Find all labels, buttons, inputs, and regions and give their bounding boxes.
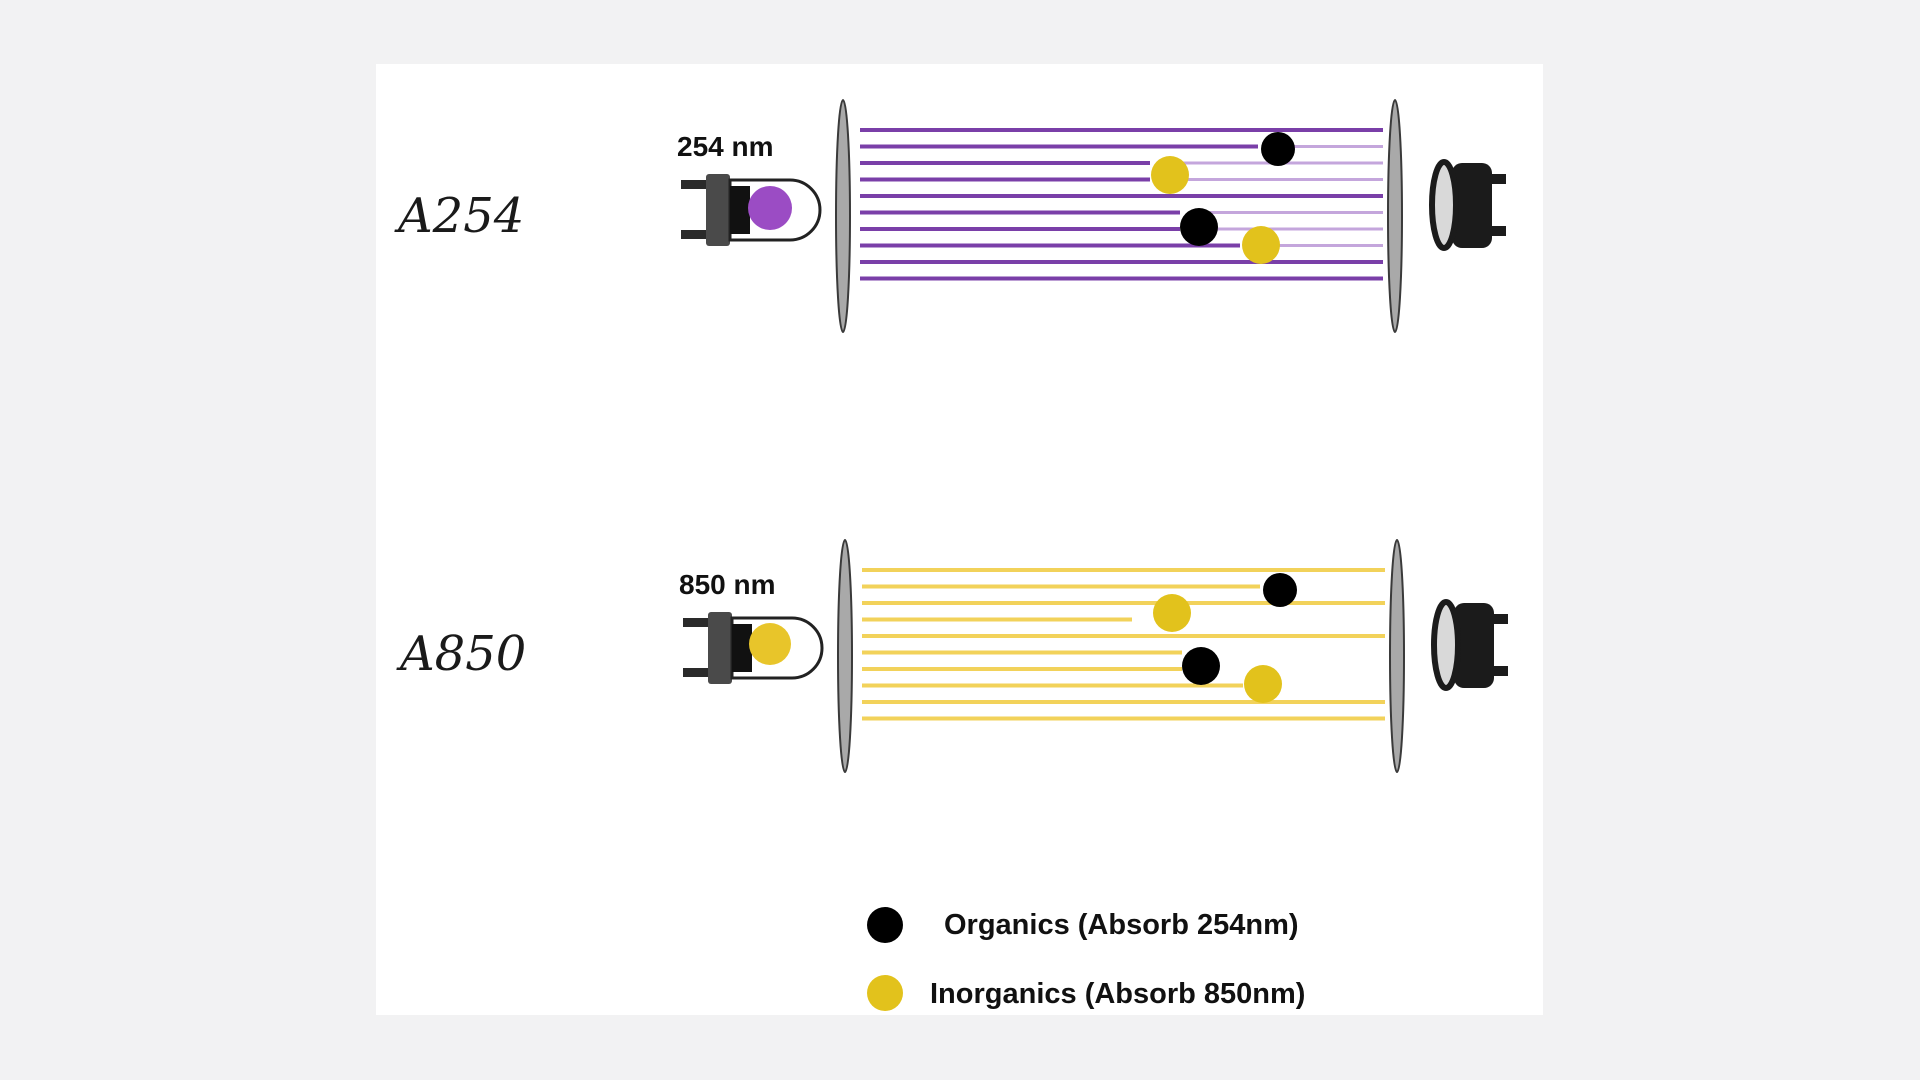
row-label-a850: A850 <box>396 626 526 682</box>
organic-particle <box>1261 132 1295 166</box>
organic-particle <box>1182 647 1220 685</box>
left-lens-254 <box>835 99 851 333</box>
detector-850-icon <box>1431 599 1508 691</box>
organic-particle <box>1180 208 1218 246</box>
inorganic-particle <box>1242 226 1280 264</box>
legend: Organics (Absorb 254nm) Inorganics (Abso… <box>867 907 1305 1011</box>
legend-organics-swatch <box>867 907 903 943</box>
left-lens-850 <box>837 539 853 773</box>
led-emitter-254-icon <box>681 174 822 246</box>
row-label-a254: A254 <box>394 188 524 244</box>
wavelength-label-850: 850 nm <box>679 569 776 600</box>
legend-organics-label: Organics (Absorb 254nm) <box>944 909 1299 941</box>
beam-lines-850 <box>862 568 1385 721</box>
inorganic-particle <box>1153 594 1191 632</box>
beam-lines-254 <box>860 128 1383 281</box>
row-a254: A254 254 nm <box>394 99 1506 333</box>
right-lens-254 <box>1387 99 1403 333</box>
right-lens-850 <box>1389 539 1405 773</box>
organic-particle <box>1263 573 1297 607</box>
inorganic-particle <box>1244 665 1282 703</box>
detector-254-icon <box>1429 159 1506 251</box>
led-glow-254 <box>748 186 792 230</box>
led-glow-850 <box>749 623 791 665</box>
legend-inorganics-label: Inorganics (Absorb 850nm) <box>930 978 1305 1010</box>
slide-panel <box>376 64 1543 1015</box>
inorganic-particle <box>1151 156 1189 194</box>
legend-inorganics-swatch <box>867 975 903 1011</box>
row-a850: A850 850 nm <box>396 539 1508 773</box>
led-emitter-850-icon <box>683 612 824 684</box>
wavelength-label-254: 254 nm <box>677 131 774 162</box>
